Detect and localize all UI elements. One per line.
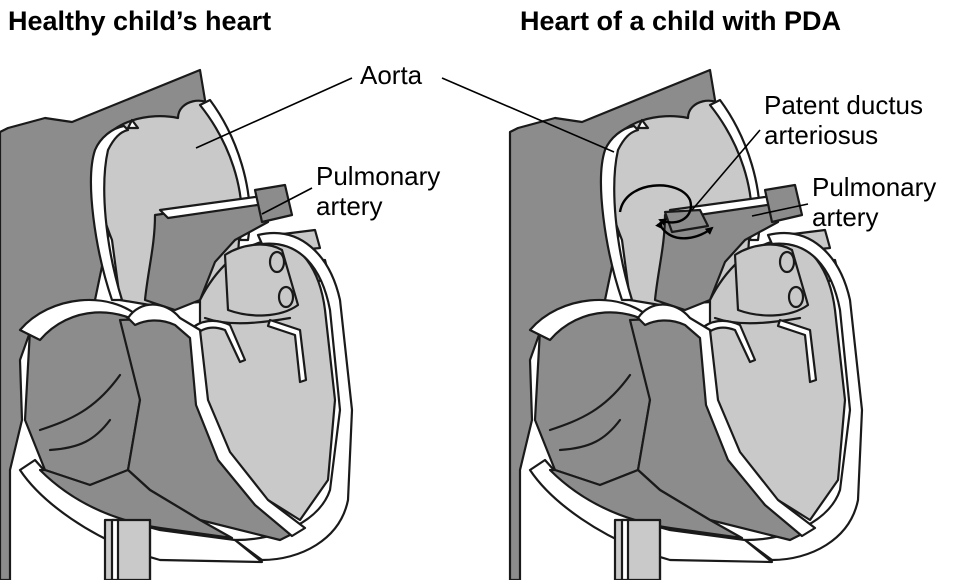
label-pda-line1: Patent ductus (764, 90, 923, 120)
label-pulmonary-artery-left-line2: artery (316, 191, 382, 221)
label-aorta: Aorta (360, 60, 423, 90)
healthy-heart-illustration (0, 70, 352, 580)
panel-title-pda: Heart of a child with PDA (520, 6, 841, 36)
panel-title-healthy: Healthy child’s heart (8, 6, 271, 36)
label-pulmonary-artery-left-line1: Pulmonary (316, 161, 440, 191)
label-pulmonary-artery-right-line1: Pulmonary (812, 172, 936, 202)
label-pda-line2: arteriosus (764, 120, 878, 150)
label-pulmonary-artery-right-line2: artery (812, 202, 878, 232)
